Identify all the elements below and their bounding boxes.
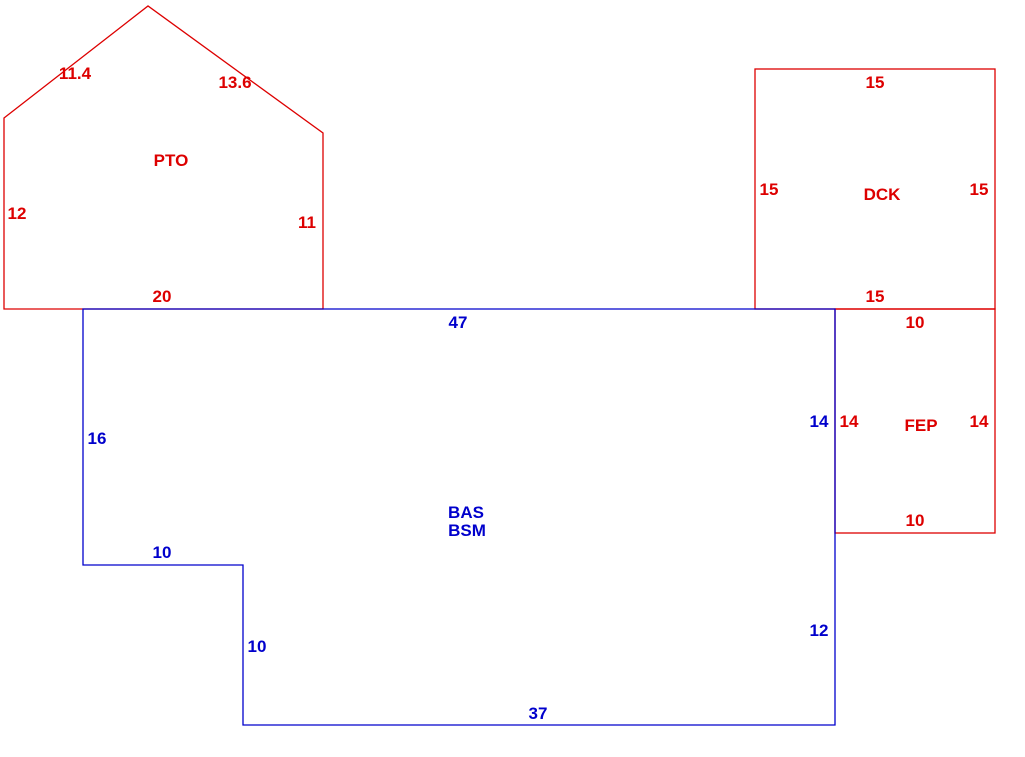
bas-right-upper-dimension: 14: [810, 412, 829, 431]
pto-outline: [3, 5, 324, 310]
pto-right-dimension: 11: [298, 213, 316, 232]
fep-area: FEP 10 14 14 10: [834, 308, 996, 534]
dck-area-label: DCK: [864, 185, 902, 204]
dck-area: DCK 15 15 15 15: [754, 68, 996, 310]
fep-top-dimension: 10: [906, 313, 925, 332]
bsm-area-label: BSM: [448, 521, 486, 540]
dck-right-dimension: 15: [970, 180, 989, 199]
pto-area-label: PTO: [154, 151, 189, 170]
pto-area: PTO 11.4 13.6 12 11 20: [3, 5, 324, 310]
bas-step-top-dimension: 10: [153, 543, 172, 562]
pto-bottom-dimension: 20: [153, 287, 172, 306]
bas-outline: [82, 308, 836, 726]
dck-top-dimension: 15: [866, 73, 885, 92]
bas-bottom-dimension: 37: [529, 704, 548, 723]
fep-left-dimension: 14: [840, 412, 859, 431]
pto-left-roof-dimension: 11.4: [59, 64, 92, 83]
pto-left-dimension: 12: [8, 204, 27, 223]
pto-right-roof-dimension: 13.6: [218, 73, 251, 92]
fep-right-dimension: 14: [970, 412, 989, 431]
bas-area-label: BAS: [448, 503, 484, 522]
dck-bottom-dimension: 15: [866, 287, 885, 306]
fep-bottom-dimension: 10: [906, 511, 925, 530]
bas-area: BAS BSM 47 16 10 10 37 12 14: [82, 308, 836, 726]
bas-left-dimension: 16: [88, 429, 107, 448]
fep-area-label: FEP: [904, 416, 937, 435]
bas-right-lower-dimension: 12: [810, 621, 829, 640]
bas-top-dimension: 47: [449, 313, 468, 332]
dck-left-dimension: 15: [760, 180, 779, 199]
bas-step-side-dimension: 10: [248, 637, 267, 656]
